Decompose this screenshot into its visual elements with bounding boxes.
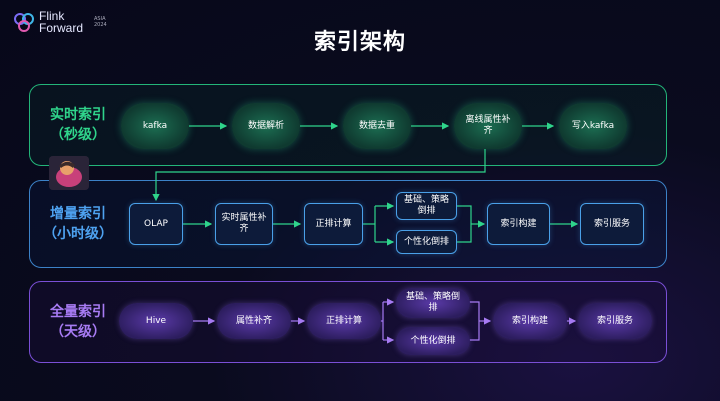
incremental-node-base-strategy-inverted: 基础、策略倒排 bbox=[396, 192, 457, 220]
logo-year: 2024 bbox=[94, 22, 107, 28]
logo-line1: Flink bbox=[39, 9, 65, 23]
realtime-arrows bbox=[152, 122, 555, 202]
incremental-label-line1: 增量索引 bbox=[50, 206, 106, 222]
full-node-forward-calc: 正排计算 bbox=[307, 303, 381, 339]
logo-line2: Forward bbox=[39, 21, 84, 35]
incremental-node-index-service: 索引服务 bbox=[580, 203, 644, 245]
full-label-line2: （天级） bbox=[50, 324, 106, 340]
full-node-index-build: 索引构建 bbox=[493, 303, 567, 339]
flink-logo-icon bbox=[14, 13, 34, 32]
full-node-index-service: 索引服务 bbox=[578, 303, 652, 339]
incremental-index-label: 增量索引 （小时级） bbox=[30, 204, 126, 244]
incremental-node-index-build: 索引构建 bbox=[487, 203, 550, 245]
page-title: 索引架构 bbox=[313, 30, 406, 55]
realtime-node-offline-attr-fill: 离线属性补齐 bbox=[454, 103, 522, 149]
speaker-avatar bbox=[49, 156, 89, 190]
realtime-label-line1: 实时索引 bbox=[50, 107, 106, 123]
full-index-label: 全量索引 （天级） bbox=[30, 302, 126, 342]
full-node-hive: Hive bbox=[119, 303, 193, 339]
flink-forward-logo: Flink Forward ASIA 2024 bbox=[14, 9, 107, 35]
incremental-node-realtime-attr-fill: 实时属性补齐 bbox=[215, 203, 273, 245]
full-node-base-strategy-inverted: 基础、策略倒排 bbox=[396, 288, 470, 318]
incremental-arrows bbox=[183, 202, 579, 246]
full-label-line1: 全量索引 bbox=[50, 304, 106, 320]
realtime-node-write-kafka: 写入kafka bbox=[559, 103, 627, 149]
avatar-image-icon bbox=[49, 156, 89, 190]
realtime-label-line2: （秒级） bbox=[50, 127, 106, 143]
logo-badge: ASIA bbox=[94, 16, 106, 22]
incremental-node-personal-inverted: 个性化倒排 bbox=[396, 230, 457, 254]
realtime-node-parse: 数据解析 bbox=[232, 103, 300, 149]
realtime-index-label: 实时索引 （秒级） bbox=[30, 105, 126, 145]
realtime-node-dedup: 数据去重 bbox=[343, 103, 411, 149]
incremental-node-forward-calc: 正排计算 bbox=[304, 203, 363, 245]
incremental-node-olap: OLAP bbox=[129, 203, 183, 245]
full-node-personal-inverted: 个性化倒排 bbox=[396, 327, 470, 355]
realtime-node-kafka: kafka bbox=[121, 103, 189, 149]
full-node-attr-fill: 属性补齐 bbox=[217, 303, 291, 339]
incremental-label-line2: （小时级） bbox=[43, 226, 113, 242]
